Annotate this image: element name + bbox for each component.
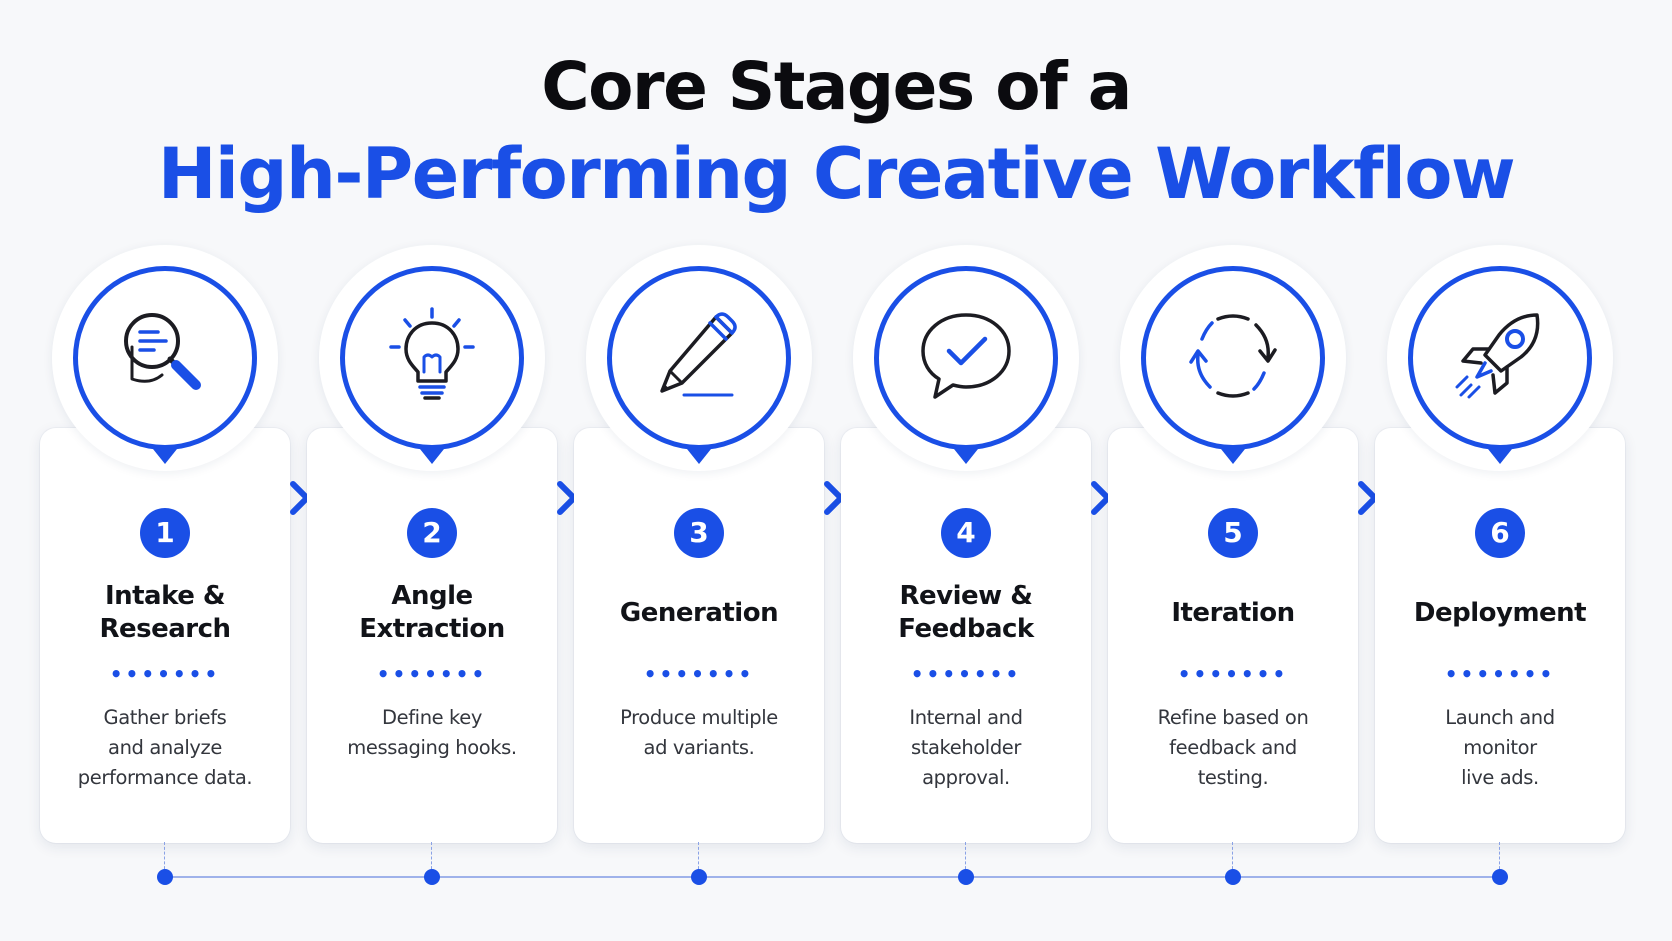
pointer-arrow xyxy=(1488,449,1512,464)
pointer-arrow xyxy=(954,449,978,464)
stage-title: Iteration xyxy=(1171,597,1295,628)
pencil-icon xyxy=(660,312,737,397)
dotted-divider: ••••••• xyxy=(109,662,221,686)
stage-card xyxy=(1108,428,1358,843)
stage-5: 5 Iteration ••••••• Refine based on feed… xyxy=(1108,0,1358,941)
pointer-arrow xyxy=(420,449,444,464)
magnifier-document-icon xyxy=(124,313,201,390)
stage-card xyxy=(574,428,824,843)
stage-description: Define key messaging hooks. xyxy=(347,706,517,759)
icon-circle xyxy=(607,266,791,450)
step-number-badge: 2 xyxy=(407,508,457,558)
timeline-node xyxy=(424,869,440,885)
stage-card xyxy=(841,428,1091,843)
dotted-divider: ••••••• xyxy=(910,662,1022,686)
title-line-1: Core Stages of a xyxy=(541,48,1132,125)
stage-title: Review & Feedback xyxy=(898,581,1034,644)
stage-description: Produce multiple ad variants. xyxy=(620,706,778,759)
stage-title: Angle Extraction xyxy=(359,581,505,644)
dotted-divider: ••••••• xyxy=(376,662,488,686)
timeline-line xyxy=(163,876,1497,878)
stage-card xyxy=(1375,428,1625,843)
stage-description: Gather briefs and analyze performance da… xyxy=(77,706,253,789)
stage-description: Internal and stakeholder approval. xyxy=(909,706,1023,789)
stage-card xyxy=(40,428,290,843)
pointer-arrow xyxy=(153,449,177,464)
stage-1: 1 Intake & Research ••••••• Gather brief… xyxy=(40,0,290,941)
step-number-badge: 3 xyxy=(674,508,724,558)
stage-title: Deployment xyxy=(1413,597,1587,628)
timeline-node xyxy=(691,869,707,885)
timeline-node xyxy=(1225,869,1241,885)
icon-circle xyxy=(73,266,257,450)
stage-description: Refine based on feedback and testing. xyxy=(1157,706,1309,789)
pointer-arrow xyxy=(687,449,711,464)
refresh-cycle-icon xyxy=(1189,314,1277,398)
timeline-node xyxy=(958,869,974,885)
chat-check-icon xyxy=(921,313,1011,399)
step-number-badge: 1 xyxy=(140,508,190,558)
pointer-arrow xyxy=(1221,449,1245,464)
stage-3: 3 Generation ••••••• Produce multiple ad… xyxy=(574,0,824,941)
step-number-badge: 6 xyxy=(1475,508,1525,558)
step-number-badge: 4 xyxy=(941,508,991,558)
stage-6: 6 Deployment ••••••• Launch and monitor … xyxy=(1375,0,1625,941)
title-line-2: High-Performing Creative Workflow xyxy=(157,133,1516,215)
stage-4: 4 Review & Feedback ••••••• Internal and… xyxy=(841,0,1091,941)
lightbulb-icon xyxy=(389,307,475,400)
stage-title: Intake & Research xyxy=(99,581,231,644)
stage-2: 2 Angle Extraction ••••••• Define key me… xyxy=(307,0,557,941)
stage-description: Launch and monitor live ads. xyxy=(1445,706,1555,789)
dotted-divider: ••••••• xyxy=(643,662,755,686)
stage-card xyxy=(307,428,557,843)
page-title: Core Stages of a High-Performing Creativ… xyxy=(0,46,1672,220)
dotted-divider: ••••••• xyxy=(1177,662,1289,686)
timeline-node xyxy=(1492,869,1508,885)
icon-circle xyxy=(1141,266,1325,450)
rocket-icon xyxy=(1455,313,1540,399)
stage-title: Generation xyxy=(619,597,779,628)
icon-circle xyxy=(1408,266,1592,450)
dotted-divider: ••••••• xyxy=(1444,662,1556,686)
step-number-badge: 5 xyxy=(1208,508,1258,558)
timeline-node xyxy=(157,869,173,885)
